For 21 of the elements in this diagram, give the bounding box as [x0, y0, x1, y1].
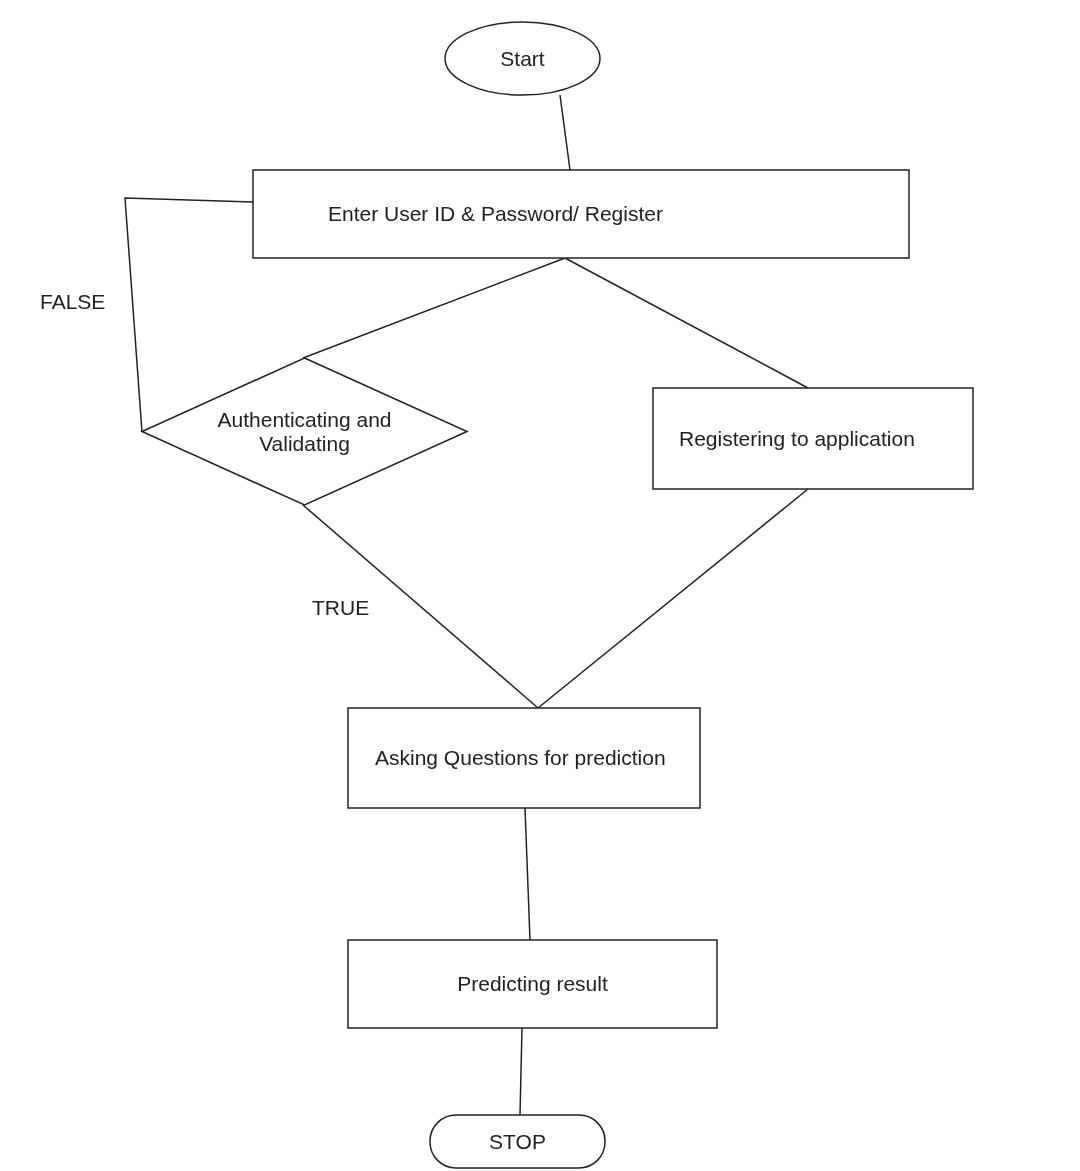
process-box — [253, 170, 909, 258]
node-text: STOP — [489, 1129, 546, 1154]
node-text: Predicting result — [457, 972, 608, 996]
connector-line — [537, 488, 809, 709]
node-text: Asking Questions for prediction — [375, 746, 666, 770]
process-box — [653, 388, 973, 489]
process-box — [348, 940, 717, 1028]
connector-line — [302, 504, 539, 709]
connector-line — [564, 257, 809, 389]
process-box — [348, 708, 700, 808]
connector-line — [559, 94, 571, 171]
node-text: Enter User ID & Password/ Register — [328, 202, 663, 226]
connector-line — [524, 807, 531, 941]
connector-line — [519, 1027, 523, 1116]
decision-diamond — [142, 358, 467, 505]
connector-line — [124, 197, 254, 433]
node-text: Registering to application — [679, 426, 915, 451]
node-text: Authenticating and Validating — [216, 408, 393, 455]
start-ellipse — [445, 22, 600, 95]
node-text: Start — [500, 46, 545, 71]
terminal-shape — [430, 1115, 605, 1168]
